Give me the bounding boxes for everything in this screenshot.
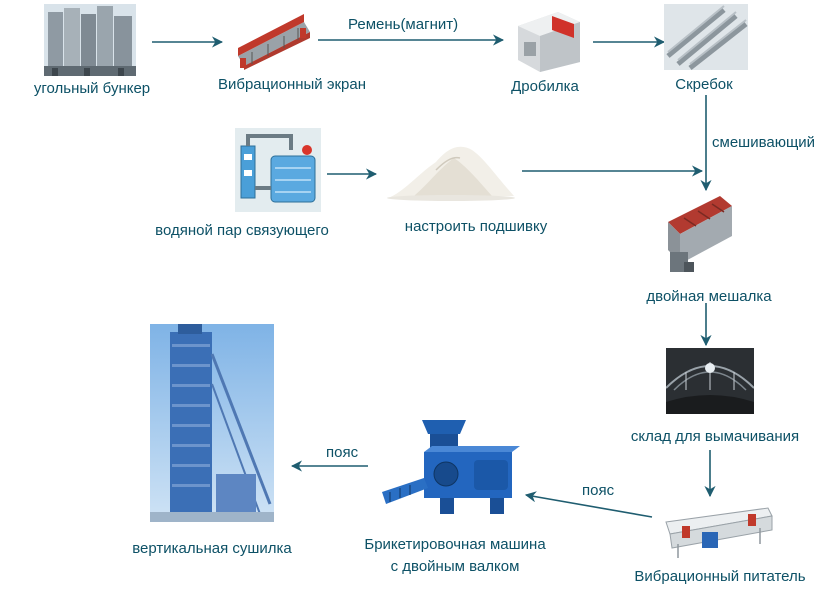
steam-binder-image bbox=[235, 128, 321, 212]
label-scraper: Скребок bbox=[675, 76, 733, 93]
vibrating-screen-image bbox=[238, 14, 310, 70]
label-briquetting-machine: Брикетировочная машина с двойным валком bbox=[335, 536, 575, 576]
crusher-image bbox=[518, 12, 580, 72]
arrow-feeder-to-briquetter bbox=[524, 491, 653, 518]
edge-label-belt-dryer: пояс bbox=[326, 444, 359, 461]
label-crusher: Дробилка bbox=[511, 78, 579, 95]
label-steam-binder: водяной пар связующего bbox=[155, 222, 329, 239]
coal-bunker-image bbox=[44, 4, 136, 76]
binder-powder-image bbox=[387, 146, 515, 201]
edge-label-belt-magnet: Ремень(магнит) bbox=[348, 16, 459, 33]
label-vibrating-feeder: Вибрационный питатель bbox=[634, 568, 806, 585]
label-vibrating-screen: Вибрационный экран bbox=[217, 76, 367, 93]
label-briquetting-line-1: Брикетировочная машина bbox=[364, 536, 546, 553]
vibrating-feeder-image bbox=[665, 507, 773, 558]
scraper-image bbox=[664, 4, 748, 70]
edge-label-belt-feeder: пояс bbox=[582, 482, 615, 499]
label-soaking-warehouse: склад для вымачивания bbox=[630, 428, 800, 445]
edge-label-mixing: смешивающий bbox=[712, 134, 816, 151]
label-vertical-dryer: вертикальная сушилка bbox=[132, 540, 292, 557]
double-mixer-image bbox=[668, 196, 732, 272]
briquetting-machine-image bbox=[382, 420, 520, 514]
label-coal-bunker: угольный бункер bbox=[33, 80, 151, 97]
soaking-warehouse-image bbox=[666, 348, 754, 414]
vertical-dryer-image bbox=[150, 324, 274, 522]
label-double-mixer: двойная мешалка bbox=[646, 288, 772, 305]
label-adjust-binder: настроить подшивку bbox=[404, 218, 548, 235]
label-briquetting-line-2: с двойным валком bbox=[390, 558, 520, 575]
